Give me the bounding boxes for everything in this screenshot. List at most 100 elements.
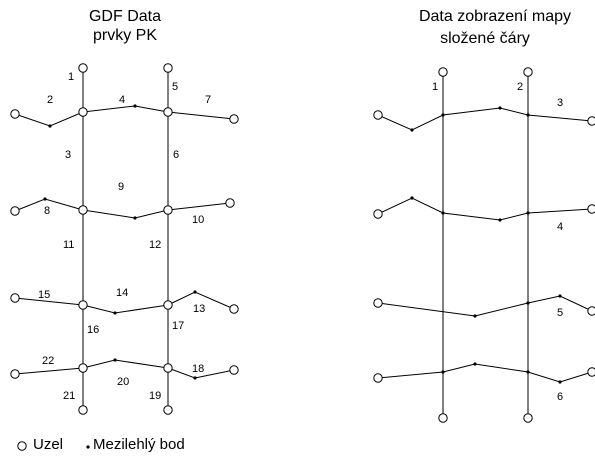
node-circle (523, 413, 533, 423)
polyline-vertex (441, 370, 445, 374)
polyline-vertex (526, 113, 530, 117)
polyline-vertex (441, 113, 445, 117)
intermediate-point (113, 358, 117, 362)
polyline-vertex (558, 294, 562, 298)
edge-label: 9 (118, 181, 124, 193)
legend-point-label: Mezilehlý bod (93, 436, 185, 453)
edge-label: 18 (192, 363, 204, 375)
node-circle (78, 205, 88, 215)
node-circle (438, 413, 448, 423)
node-circle (523, 67, 533, 77)
node-circle (163, 363, 173, 373)
edge-label: 11 (63, 239, 74, 251)
polyline-vertex (526, 211, 530, 215)
node-circle (225, 198, 235, 208)
edge-14 (82, 304, 169, 314)
edge-7 (167, 111, 235, 120)
node-circle (78, 300, 88, 310)
node-circle (78, 107, 88, 117)
node-circle (438, 67, 448, 77)
edge-label: 20 (117, 376, 129, 388)
node-circle (163, 205, 173, 215)
line-label: 6 (557, 391, 563, 403)
node-circle (587, 306, 595, 316)
edge-label: 10 (192, 214, 204, 226)
edge-label: 7 (205, 94, 211, 106)
edge-4 (82, 105, 169, 113)
right-title: Data zobrazení mapy (418, 8, 572, 25)
edge-label: 19 (149, 390, 161, 402)
node-circle (587, 116, 595, 126)
intermediate-point (133, 104, 137, 108)
right-polylines (377, 72, 593, 418)
edge-label: 6 (173, 149, 179, 161)
polyline-vertex (473, 362, 477, 366)
node-circle (373, 298, 383, 308)
edge-10 (167, 202, 231, 211)
right-line-labels: 1 2 3 4 5 6 (432, 81, 563, 403)
edge-label: 16 (87, 324, 99, 336)
node-circle (10, 369, 20, 379)
intermediate-point (113, 311, 117, 315)
line-label: 3 (557, 97, 563, 109)
polyline-vertex (473, 314, 477, 318)
left-intermediate-points (43, 104, 197, 380)
line-label: 5 (557, 307, 563, 319)
open-circle-icon (17, 441, 27, 451)
polyline-vertex (410, 128, 414, 132)
intermediate-point (43, 197, 47, 201)
edge-label: 5 (172, 81, 178, 93)
polyline-3 (377, 107, 593, 131)
polyline-vertex (526, 370, 530, 374)
intermediate-point (133, 216, 137, 220)
edge-label: 22 (42, 355, 54, 367)
node-circle (163, 300, 173, 310)
right-nodes (373, 67, 595, 423)
polyline-vertex (441, 211, 445, 215)
node-circle (587, 367, 595, 377)
edge-22 (14, 367, 84, 375)
node-circle (78, 63, 88, 73)
edge-label: 2 (47, 94, 53, 106)
node-circle (78, 363, 88, 373)
intermediate-point (48, 124, 52, 128)
node-circle (373, 209, 383, 219)
node-circle (229, 365, 239, 375)
node-circle (587, 204, 595, 214)
node-circle (163, 107, 173, 117)
node-circle (229, 304, 239, 314)
right-vertices (410, 106, 562, 384)
edge-15 (14, 297, 84, 306)
edge-label: 14 (116, 287, 128, 299)
line-label: 2 (517, 81, 523, 93)
legend-node-label: Uzel (33, 436, 64, 453)
left-subtitle: prvky PK (92, 27, 157, 44)
polyline-vertex (526, 301, 530, 305)
edge-2 (14, 111, 84, 127)
edge-label: 13 (193, 303, 205, 315)
left-title: GDF Data (88, 8, 161, 25)
line-label: 4 (557, 221, 563, 233)
intermediate-point (193, 290, 197, 294)
edge-label: 4 (119, 94, 125, 106)
polyline-4 (377, 197, 593, 221)
node-circle (373, 373, 383, 383)
small-dot-icon (86, 445, 90, 449)
edge-label: 3 (65, 149, 71, 161)
node-circle (373, 110, 383, 120)
edge-label: 1 (68, 71, 74, 83)
polyline-vertex (558, 380, 562, 384)
edge-label: 12 (149, 239, 161, 251)
edge-20 (82, 359, 169, 369)
left-nodes (10, 63, 239, 415)
edge-label: 21 (63, 390, 75, 402)
edge-9 (82, 209, 169, 219)
node-circle (163, 63, 173, 73)
line-label: 1 (432, 81, 438, 93)
intermediate-point (193, 376, 197, 380)
edge-label: 15 (38, 289, 50, 301)
node-circle (229, 114, 239, 124)
